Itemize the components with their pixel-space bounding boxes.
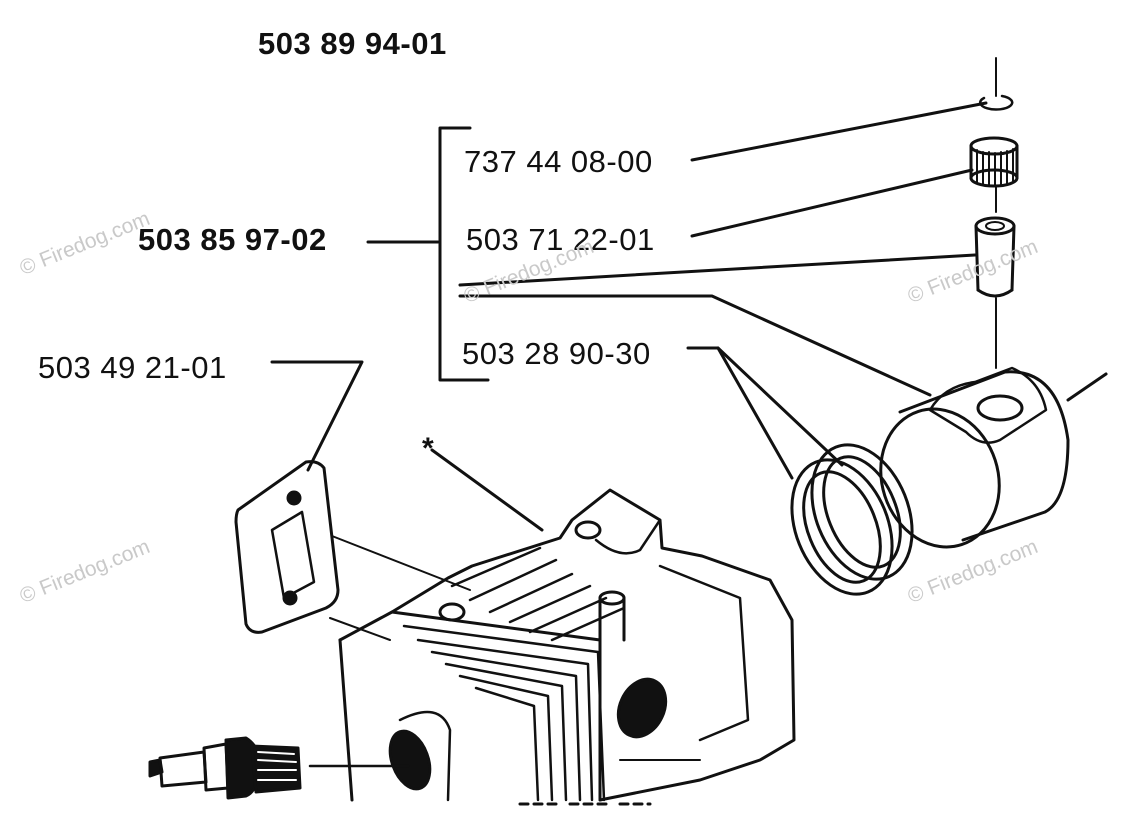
label-retaining-ring: 737 44 08-00 bbox=[464, 144, 653, 179]
piston-pin-part bbox=[974, 216, 1016, 298]
piston-part bbox=[879, 366, 1108, 549]
leader-piston bbox=[458, 294, 932, 397]
label-gasket: 503 49 21-01 bbox=[38, 350, 227, 385]
leader-needle-bearing bbox=[690, 168, 974, 238]
label-piston-assembly: 503 85 97-02 bbox=[138, 222, 327, 257]
leader-gasket bbox=[270, 360, 364, 472]
spark-plug-part bbox=[148, 736, 410, 800]
leader-piston-ring-2 bbox=[716, 346, 844, 467]
gasket-part bbox=[234, 460, 471, 641]
label-top-kit: 503 89 94-01 bbox=[258, 26, 447, 61]
cylinder-part bbox=[338, 488, 796, 806]
retaining-ring-part bbox=[979, 94, 1014, 111]
assembly-bracket bbox=[438, 126, 490, 382]
leader-retaining-ring bbox=[690, 101, 988, 162]
piston-rings-part bbox=[790, 443, 914, 596]
label-needle-bearing: 503 71 22-01 bbox=[466, 222, 655, 257]
label-piston-ring: 503 28 90-30 bbox=[462, 336, 651, 371]
leader-asterisk bbox=[430, 448, 544, 532]
needle-bearing-part bbox=[969, 136, 1019, 188]
leader-pin bbox=[458, 253, 977, 287]
label-asterisk: * bbox=[422, 432, 435, 465]
